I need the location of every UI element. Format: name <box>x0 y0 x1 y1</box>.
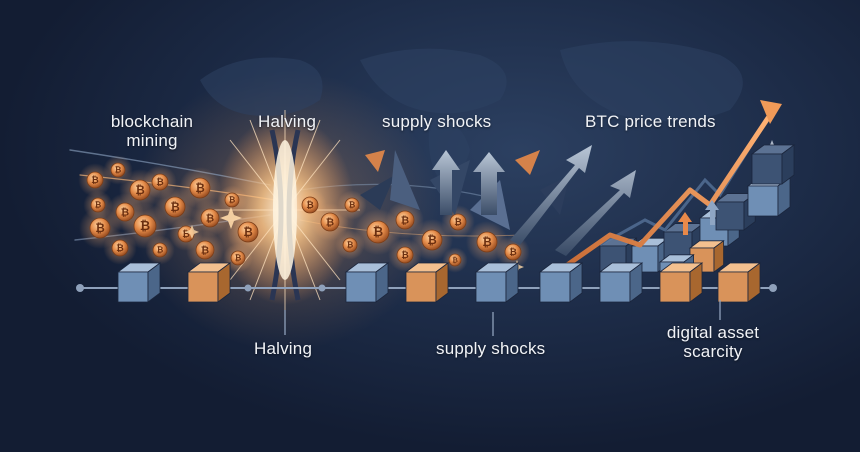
svg-text:₿: ₿ <box>243 225 252 239</box>
bitcoin-icon: ₿ <box>301 196 319 214</box>
label-btc-price-trends: BTC price trends <box>585 112 716 131</box>
bitcoin-icon: ₿ <box>421 229 443 251</box>
bitcoin-icon: ₿ <box>133 214 157 238</box>
bitcoin-icon: ₿ <box>504 243 522 261</box>
svg-text:₿: ₿ <box>482 235 491 249</box>
svg-text:₿: ₿ <box>452 256 458 264</box>
block-cube-icon <box>598 262 644 303</box>
label-supply-shocks-bottom: supply shocks <box>436 339 546 358</box>
btc-price-trend-arrow <box>557 100 782 273</box>
bitcoin-icon: ₿ <box>195 240 215 260</box>
svg-text:₿: ₿ <box>116 243 124 254</box>
svg-text:₿: ₿ <box>373 224 383 239</box>
label-blockchain-mining: blockchain mining <box>92 112 212 150</box>
svg-text:₿: ₿ <box>401 250 409 261</box>
block-cube-icon <box>116 262 162 303</box>
bitcoin-icon: ₿ <box>448 253 462 267</box>
block-cube-icon <box>474 262 520 303</box>
svg-text:₿: ₿ <box>182 229 190 240</box>
label-blockchain-line1: blockchain <box>110 112 194 131</box>
svg-text:₿: ₿ <box>121 206 129 218</box>
block-cube-icon <box>716 262 762 303</box>
block-cube-icon <box>404 262 450 303</box>
bitcoin-icon: ₿ <box>90 197 106 213</box>
bitcoin-icon: ₿ <box>342 237 358 253</box>
label-scarcity-line1: digital asset <box>666 323 760 342</box>
svg-text:₿: ₿ <box>326 216 334 228</box>
bitcoin-icon: ₿ <box>395 210 415 230</box>
svg-text:₿: ₿ <box>509 247 517 258</box>
world-map-background <box>200 41 743 181</box>
chain-blocks <box>116 262 762 303</box>
bitcoin-icon: ₿ <box>224 192 240 208</box>
svg-text:₿: ₿ <box>156 177 164 188</box>
svg-text:₿: ₿ <box>229 196 236 205</box>
svg-text:₿: ₿ <box>235 254 242 263</box>
bitcoin-icon: ₿ <box>164 196 186 218</box>
bitcoin-icon: ₿ <box>237 221 259 243</box>
svg-text:₿: ₿ <box>115 166 122 175</box>
bitcoin-icon: ₿ <box>396 246 414 264</box>
block-cube-icon <box>344 262 390 303</box>
label-digital-asset-scarcity: digital asset scarcity <box>648 323 778 361</box>
svg-text:₿: ₿ <box>306 200 314 211</box>
svg-text:₿: ₿ <box>201 244 209 256</box>
block-cube-icon <box>750 144 796 185</box>
bitcoin-icon: ₿ <box>476 231 498 253</box>
label-halving-top: Halving <box>258 112 317 131</box>
bitcoin-icon: ₿ <box>449 213 467 231</box>
bitcoin-icon: ₿ <box>200 208 220 228</box>
bitcoin-icon: ₿ <box>129 179 151 201</box>
bitcoin-icon: ₿ <box>366 220 390 244</box>
svg-text:₿: ₿ <box>95 221 104 235</box>
bitcoin-icon: ₿ <box>110 162 126 178</box>
bitcoin-icon: ₿ <box>320 212 340 232</box>
svg-text:₿: ₿ <box>157 246 164 255</box>
bitcoin-icon: ₿ <box>86 171 104 189</box>
svg-text:₿: ₿ <box>95 201 102 210</box>
svg-text:₿: ₿ <box>349 201 356 210</box>
label-supply-shocks-top: supply shocks <box>382 112 492 131</box>
bitcoin-icon: ₿ <box>111 239 129 257</box>
bitcoin-icon: ₿ <box>151 173 169 191</box>
bitcoin-icon: ₿ <box>115 202 135 222</box>
svg-text:₿: ₿ <box>427 233 436 247</box>
svg-text:₿: ₿ <box>140 218 150 233</box>
supply-shock-arrows <box>432 145 636 256</box>
block-cube-icon <box>658 262 704 303</box>
svg-text:₿: ₿ <box>91 175 99 186</box>
bitcoin-icon: ₿ <box>89 217 111 239</box>
block-cube-icon <box>538 262 584 303</box>
svg-text:₿: ₿ <box>135 183 144 197</box>
label-scarcity-line2: scarcity <box>683 342 743 361</box>
label-blockchain-line2: mining <box>126 131 178 150</box>
svg-text:₿: ₿ <box>347 241 354 250</box>
block-cube-icon <box>186 262 232 303</box>
svg-text:₿: ₿ <box>195 181 204 195</box>
bitcoin-icon: ₿ <box>230 250 246 266</box>
bitcoin-coins: ₿ ₿ ₿ ₿ ₿ ₿ ₿ ₿ ₿ ₿ ₿ ₿ ₿ ₿ ₿ ₿ ₿ ₿ ₿ ₿ ₿ ₿ ₿ ₿ ₿ ₿ ₿ ₿ ₿ ₿ <box>86 162 522 267</box>
bitcoin-icon: ₿ <box>152 242 168 258</box>
bitcoin-icon: ₿ <box>344 197 360 213</box>
svg-text:₿: ₿ <box>206 212 214 224</box>
leader-lines <box>284 300 721 336</box>
svg-text:₿: ₿ <box>454 217 462 228</box>
label-halving-bottom: Halving <box>254 339 313 358</box>
bitcoin-icon: ₿ <box>189 177 211 199</box>
svg-text:₿: ₿ <box>170 200 179 214</box>
svg-text:₿: ₿ <box>401 214 409 226</box>
